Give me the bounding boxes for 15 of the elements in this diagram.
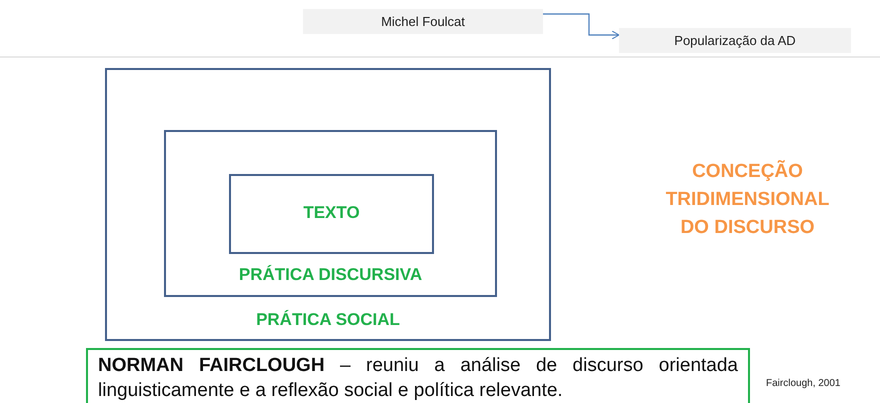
box-label: Popularização da AD <box>674 33 796 48</box>
outer-frame <box>105 68 551 341</box>
middle-frame <box>164 130 497 297</box>
citation: Fairclough, 2001 <box>766 378 840 389</box>
concept-label: CONCEÇÃO TRIDIMENSIONAL DO DISCURSO <box>664 159 830 240</box>
frame-heading: PRÁTICA SOCIAL <box>255 310 401 330</box>
box-label: Michel Foulcat <box>381 14 465 29</box>
label-box <box>303 9 543 34</box>
frame-heading: TEXTO <box>302 203 361 223</box>
label-box <box>619 28 851 53</box>
text-box <box>86 348 750 403</box>
arrow <box>543 13 620 40</box>
description-text: NORMAN FAIRCLOUGH – reuniu a análise de discurso orientada linguisticamente e a reflexão social e política relevante. <box>98 355 738 401</box>
frame-heading: PRÁTICA DISCURSIVA <box>238 265 424 285</box>
inner-frame <box>229 174 434 254</box>
